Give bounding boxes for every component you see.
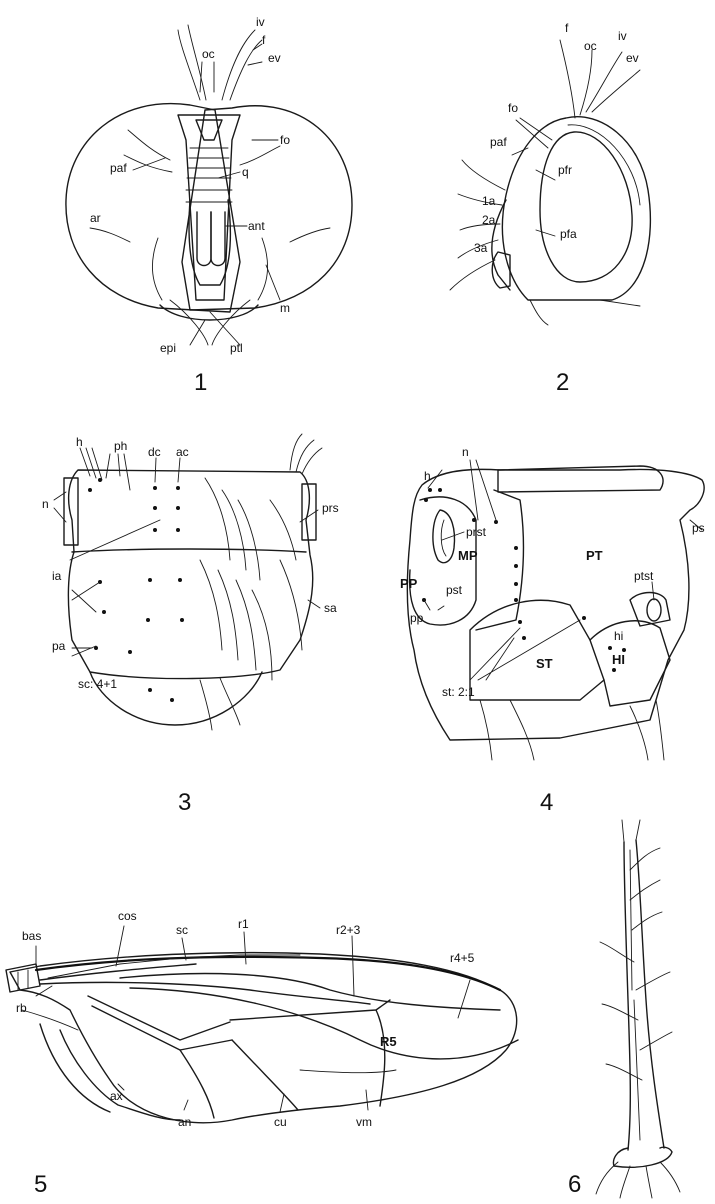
label-n: n xyxy=(462,445,469,459)
label-ptst: ptst xyxy=(634,569,654,583)
label-HI: HI xyxy=(612,652,625,667)
label-prst: prst xyxy=(466,525,487,539)
label-bas: bas xyxy=(22,929,41,943)
label-R5: R5 xyxy=(380,1034,397,1049)
figure-number-4: 4 xyxy=(540,789,553,816)
figure-number-2: 2 xyxy=(556,369,569,396)
label-ia: ia xyxy=(52,569,62,583)
label-prs: prs xyxy=(322,501,339,515)
label-ph: ph xyxy=(114,439,127,453)
label-q: q xyxy=(242,165,249,179)
label-sa: sa xyxy=(324,601,337,615)
label-r4-5: r4+5 xyxy=(450,951,475,965)
label-pst: pst xyxy=(446,583,463,597)
label-an: an xyxy=(178,1115,191,1129)
label-n: n xyxy=(42,497,49,511)
figure-6-leg-segment: 6 xyxy=(568,820,680,1198)
figure-number-5: 5 xyxy=(34,1171,47,1198)
label-pfa: pfa xyxy=(560,227,577,241)
label-hi: hi xyxy=(614,629,623,643)
label-st: st: 2:1 xyxy=(442,685,475,699)
label-m: m xyxy=(280,301,290,315)
label-ax: ax xyxy=(110,1089,123,1103)
label-paf: paf xyxy=(110,161,127,175)
label-f: f xyxy=(565,21,569,35)
figure-2-head-lateral: f oc iv ev fo paf pfr 1a 2a pfa 3a 2 xyxy=(450,21,650,396)
label-fo: fo xyxy=(280,133,290,147)
label-ac: ac xyxy=(176,445,189,459)
label-oc: oc xyxy=(584,39,597,53)
figure-5-wing: bas cos sc r1 r2+3 r4+5 rb R5 ax an cu v… xyxy=(6,909,518,1198)
figure-number-6: 6 xyxy=(568,1171,581,1198)
figure-number-3: 3 xyxy=(178,789,191,816)
label-MP: MP xyxy=(458,548,478,563)
figure-3-thorax-dorsal: h ph dc ac n prs ia sa pa sc: 4+1 3 xyxy=(42,434,339,816)
label-pfr: pfr xyxy=(558,163,572,177)
label-PP: PP xyxy=(400,576,418,591)
label-pa: pa xyxy=(52,639,66,653)
label-sc: sc xyxy=(176,923,188,937)
label-PT: PT xyxy=(586,548,603,563)
label-f: f xyxy=(262,33,266,47)
label-r1: r1 xyxy=(238,917,249,931)
label-r2-3: r2+3 xyxy=(336,923,361,937)
label-cu: cu xyxy=(274,1115,287,1129)
label-iv: iv xyxy=(256,15,265,29)
label-ST: ST xyxy=(536,656,553,671)
label-fo: fo xyxy=(508,101,518,115)
label-ant: ant xyxy=(248,219,265,233)
label-3a: 3a xyxy=(474,241,488,255)
label-pp: pp xyxy=(410,611,424,625)
label-ar: ar xyxy=(90,211,101,225)
label-paf: paf xyxy=(490,135,507,149)
label-ps: ps xyxy=(692,521,705,535)
label-1a: 1a xyxy=(482,194,496,208)
label-h: h xyxy=(76,435,83,449)
label-epi: epi xyxy=(160,341,176,355)
label-vm: vm xyxy=(356,1115,372,1129)
label-iv: iv xyxy=(618,29,627,43)
figure-4-thorax-lateral: n h ps prst MP PT PP pst pp ptst hi HI S… xyxy=(400,445,705,816)
label-h: h xyxy=(424,469,431,483)
label-ev: ev xyxy=(626,51,639,65)
label-ev: ev xyxy=(268,51,281,65)
label-ptl: ptl xyxy=(230,341,243,355)
figure-number-1: 1 xyxy=(194,369,207,396)
label-oc: oc xyxy=(202,47,215,61)
label-cos: cos xyxy=(118,909,137,923)
label-rb: rb xyxy=(16,1001,27,1015)
label-dc: dc xyxy=(148,445,161,459)
figure-1-head-frontal: oc iv f ev fo paf q ant ar m epi ptl 1 xyxy=(66,15,352,396)
label-2a: 2a xyxy=(482,213,496,227)
label-sc: sc: 4+1 xyxy=(78,677,117,691)
